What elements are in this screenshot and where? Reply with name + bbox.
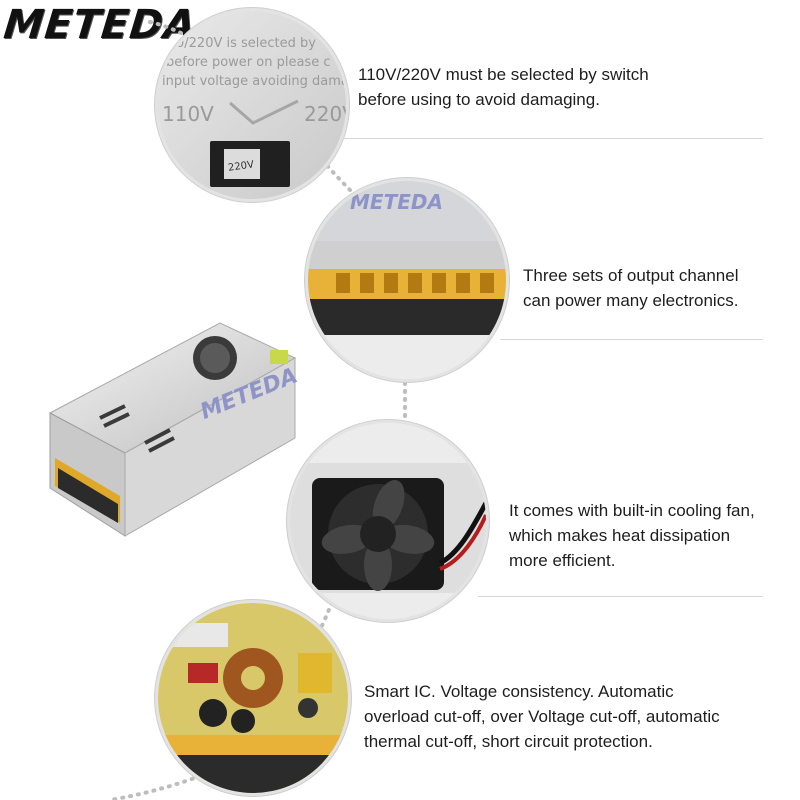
feature-fan-text: It comes with built-in cooling fan, whic… <box>509 498 755 573</box>
output-photo-watermark: METEDA <box>350 190 443 214</box>
feature-voltage-text: 110V/220V must be selected by switch bef… <box>358 62 649 112</box>
divider-3 <box>478 596 763 597</box>
feature-protection-line-1: Smart IC. Voltage consistency. Automatic <box>364 682 674 701</box>
switch-position-label: 220V <box>227 159 254 174</box>
voltage-label-line-2: before power on please c <box>166 55 331 70</box>
feature-protection-line-3: thermal cut-off, short circuit protectio… <box>364 732 653 751</box>
divider-2 <box>500 339 763 340</box>
feature-fan-line-3: more efficient. <box>509 551 616 570</box>
feature-fan-line-1: It comes with built-in cooling fan, <box>509 501 755 520</box>
feature-output-text: Three sets of output channel can power m… <box>523 263 738 313</box>
right-voltage-label: 220V <box>304 102 346 126</box>
circuit-board-photo <box>155 600 351 796</box>
cooling-fan-photo <box>287 420 489 622</box>
power-supply-product-photo: METEDA <box>20 318 301 543</box>
feature-output-line-2: can power many electronics. <box>523 291 739 310</box>
divider-1 <box>343 138 763 139</box>
feature-fan-line-2: which makes heat dissipation <box>509 526 731 545</box>
feature-output-line-1: Three sets of output channel <box>523 266 739 285</box>
output-terminal-photo: METEDA <box>305 178 509 382</box>
feature-protection-text: Smart IC. Voltage consistency. Automatic… <box>364 679 720 754</box>
left-voltage-label: 110V <box>162 102 214 126</box>
feature-voltage-line-2: before using to avoid damaging. <box>358 90 600 109</box>
feature-voltage-line-1: 110V/220V must be selected by switch <box>358 65 649 84</box>
voltage-switch-photo: 0/220V is selected by before power on pl… <box>155 8 349 202</box>
feature-protection-line-2: overload cut-off, over Voltage cut-off, … <box>364 707 720 726</box>
voltage-label-line-1: 0/220V is selected by <box>176 36 316 51</box>
voltage-label-line-3: input voltage avoiding dama <box>162 74 346 89</box>
